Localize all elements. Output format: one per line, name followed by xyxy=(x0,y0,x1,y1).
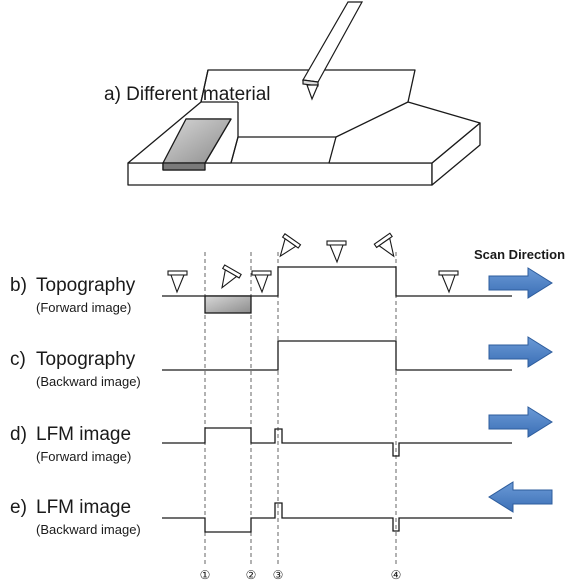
row-c-scan-arrow-right xyxy=(488,336,553,368)
step-back-edge xyxy=(335,101,409,138)
probe-tip-tilted-icon xyxy=(373,232,395,258)
probe-tip-tilted-icon xyxy=(279,233,302,258)
sample-block-illustration xyxy=(127,69,481,186)
row-e-signal-trace xyxy=(162,502,512,533)
row-b-material-block xyxy=(204,295,252,314)
marker-2: ② xyxy=(246,568,257,582)
row-e-subtitle: (Backward image) xyxy=(36,522,141,537)
marker-4: ④ xyxy=(391,568,402,582)
row-b-signal-trace xyxy=(162,266,512,297)
row-b-letter: b) xyxy=(10,275,27,296)
position-markers: ① ② ③ ④ xyxy=(200,568,402,582)
row-d-letter: d) xyxy=(10,424,27,445)
row-e-title: LFM image xyxy=(36,497,131,518)
probe-tip-icon xyxy=(251,270,272,294)
row-c-letter: c) xyxy=(10,349,26,370)
probe-tip-tilted-icon xyxy=(221,264,242,289)
step-edge xyxy=(200,69,209,103)
row-b-tip-icons xyxy=(167,232,459,294)
row-c-topography-backward: c) Topography (Backward image) xyxy=(10,336,553,389)
row-d-title: LFM image xyxy=(36,424,131,445)
marker-1: ① xyxy=(200,568,211,582)
row-e-letter: e) xyxy=(10,497,27,518)
marker-3: ③ xyxy=(273,568,284,582)
row-e-lfm-backward: e) LFM image (Backward image) xyxy=(10,481,553,537)
row-c-subtitle: (Backward image) xyxy=(36,374,141,389)
row-c-title: Topography xyxy=(36,349,136,370)
row-b-topography-forward: b) Topography (Forward image) Scan Direc… xyxy=(10,232,565,315)
afm-probe-cantilever xyxy=(302,1,364,101)
probe-tip-icon xyxy=(306,84,319,101)
row-d-signal-trace xyxy=(162,427,512,457)
row-e-scan-arrow-left xyxy=(488,481,553,513)
row-c-signal-trace xyxy=(162,340,512,371)
probe-tip-icon xyxy=(438,270,459,294)
row-b-title: Topography xyxy=(36,275,136,296)
different-material-front xyxy=(162,162,206,171)
row-b-subtitle: (Forward image) xyxy=(36,300,131,315)
row-d-lfm-forward: d) LFM image (Forward image) xyxy=(10,406,553,464)
step-edge xyxy=(230,136,239,164)
row-d-subtitle: (Forward image) xyxy=(36,449,131,464)
scan-direction-label: Scan Direction xyxy=(474,247,565,262)
panel-a-title: a) Different material xyxy=(104,84,271,105)
row-b-scan-arrow-right xyxy=(488,267,553,299)
row-d-scan-arrow-right xyxy=(488,406,553,438)
probe-tip-icon xyxy=(167,270,188,294)
probe-tip-icon xyxy=(326,240,347,264)
